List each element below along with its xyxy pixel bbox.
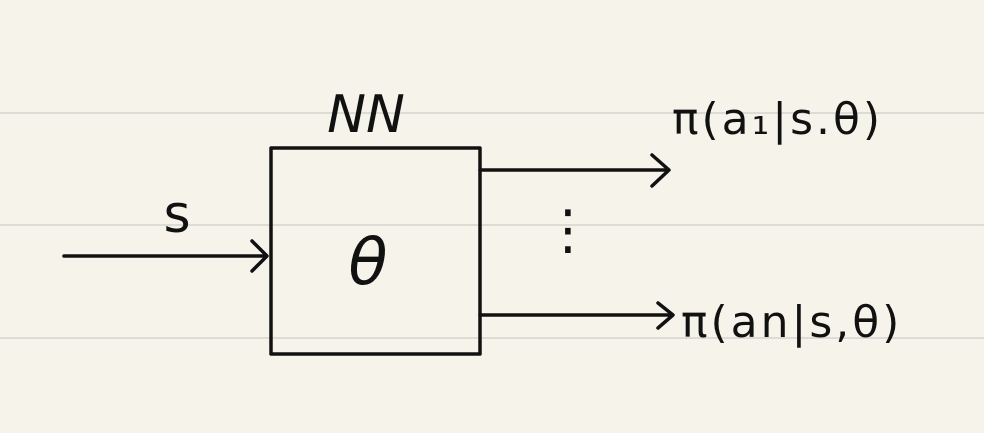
ruled-line-2 (0, 224, 984, 226)
input-arrow (62, 239, 269, 273)
parameter-label: θ (348, 226, 387, 300)
output-top-label: π(a₁|s.θ) (672, 94, 883, 145)
ruled-line-1 (0, 112, 984, 114)
input-label: s (163, 185, 190, 245)
ruled-line-3 (0, 337, 984, 339)
network-label: NN (327, 85, 405, 145)
network-box (269, 146, 482, 356)
output-bottom-label: π(an|s,θ) (681, 297, 902, 348)
output-arrow-top (478, 153, 671, 188)
output-arrow-bottom (478, 301, 675, 330)
ellipsis-dots: ⋮ (541, 198, 595, 261)
